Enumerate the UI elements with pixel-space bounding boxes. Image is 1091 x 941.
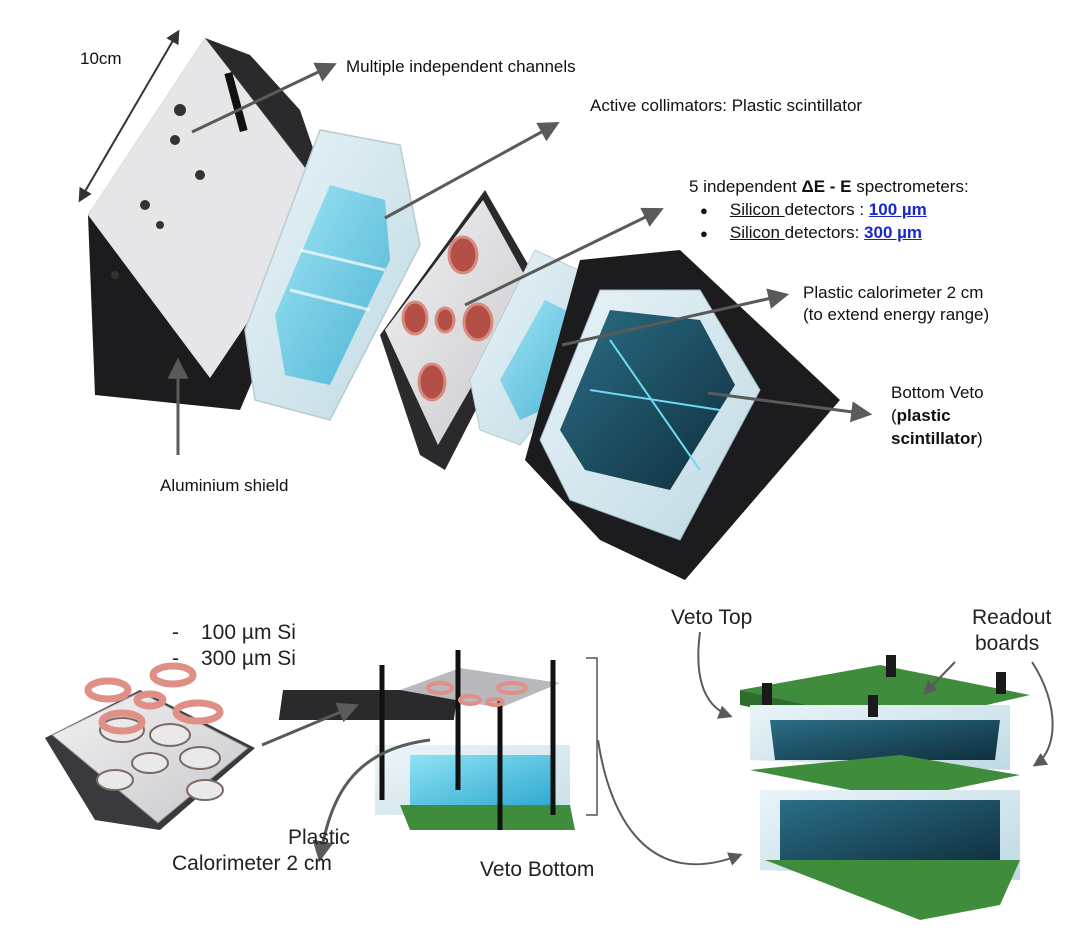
bottom-veto-label-2: (plastic (891, 405, 951, 426)
silicon-300-link[interactable]: 300 µm (864, 223, 923, 242)
paren-open: ( (891, 406, 897, 425)
top-arrows (78, 29, 873, 455)
readout-label-2: boards (975, 632, 1040, 655)
si-100-text: 100 µm Si (201, 621, 296, 644)
bottom-veto-bold-2: scintillator (891, 429, 977, 448)
paren-close: ) (976, 429, 983, 448)
bottom-veto-label-1: Bottom Veto (891, 383, 984, 402)
silicon-rest-1: detectors : (784, 200, 869, 219)
channels-label: Multiple independent channels (346, 57, 576, 76)
veto-bottom-label: Veto Bottom (480, 858, 595, 881)
plastic-label-1: Plastic (288, 826, 350, 849)
spectrometers-post: spectrometers: (851, 177, 969, 196)
calorimeter-label-2: (to extend energy range) (803, 305, 990, 324)
compact-stack-render (278, 650, 575, 830)
silicon-300-item: ● Silicon detectors: 300 µm (700, 222, 922, 244)
collimators-label: Active collimators: Plastic scintillator (590, 96, 863, 115)
bottom-veto-housing (525, 250, 840, 580)
veto-top-label: Veto Top (671, 606, 753, 629)
spectrometers-label: 5 independent ΔE - E spectrometers: (689, 176, 969, 197)
bullet-2: ● (700, 226, 708, 241)
bottom-veto-label-3: scintillator) (891, 428, 983, 449)
spectrometers-pre: 5 independent (689, 177, 802, 196)
si-300-label: -300 µm Si (172, 646, 296, 672)
silicon-word-1: Silicon (729, 200, 785, 219)
dimension-label: 10cm (80, 49, 122, 68)
bullet-1: ● (700, 203, 708, 218)
si-100-label: -100 µm Si (172, 620, 296, 646)
plastic-label-2: Calorimeter 2 cm (172, 852, 332, 875)
bottom-arrows (261, 631, 1054, 866)
shield-label: Aluminium shield (160, 476, 289, 495)
dash-1: - (172, 621, 179, 644)
dash-2: - (172, 647, 179, 670)
silicon-word-2: Silicon (729, 223, 785, 242)
silicon-100-link[interactable]: 100 µm (868, 200, 927, 219)
veto-bottom-bracket (586, 657, 598, 816)
silicon-detector-plate (380, 190, 540, 470)
silicon-rest-2: detectors: (784, 223, 865, 242)
calorimeter-label-1: Plastic calorimeter 2 cm (803, 283, 984, 302)
bottom-veto-bold-1: plastic (896, 406, 951, 425)
assembled-detector-render (740, 655, 1030, 920)
readout-label-1: Readout (972, 606, 1052, 629)
silicon-100-item: ● Silicon detectors : 100 µm (700, 199, 927, 221)
si-300-text: 300 µm Si (201, 647, 296, 670)
spectrometers-bold: ΔE - E (801, 177, 852, 196)
collimator-block (244, 129, 421, 421)
silicon-array-render (45, 662, 255, 830)
